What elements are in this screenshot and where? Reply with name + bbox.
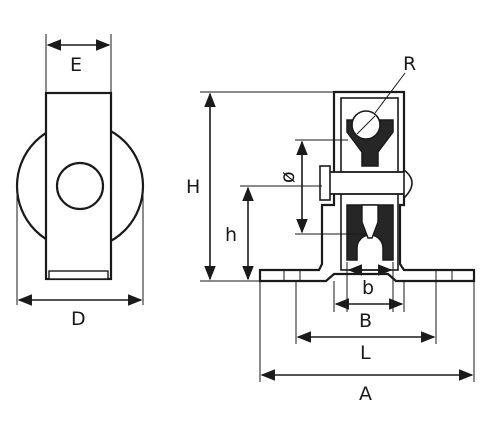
label-A: A xyxy=(359,383,372,405)
label-L: L xyxy=(360,342,371,364)
label-b: b xyxy=(362,277,374,299)
mount-slot-left xyxy=(283,269,301,282)
mount-slot-right xyxy=(435,269,453,282)
axle-bar xyxy=(321,171,407,195)
label-phi: ø xyxy=(277,171,299,183)
axle-nut xyxy=(403,168,413,200)
axle-circle xyxy=(55,161,105,211)
label-R: R xyxy=(403,53,416,75)
label-B: B xyxy=(359,310,372,332)
base-plate xyxy=(48,270,109,280)
label-h: h xyxy=(225,224,237,246)
front-view: R H h ø b B L A xyxy=(186,53,476,405)
side-view: E D xyxy=(15,34,145,330)
label-H: H xyxy=(186,176,200,198)
label-D: D xyxy=(71,308,86,330)
axle-cap xyxy=(319,165,331,201)
label-E: E xyxy=(70,54,82,76)
